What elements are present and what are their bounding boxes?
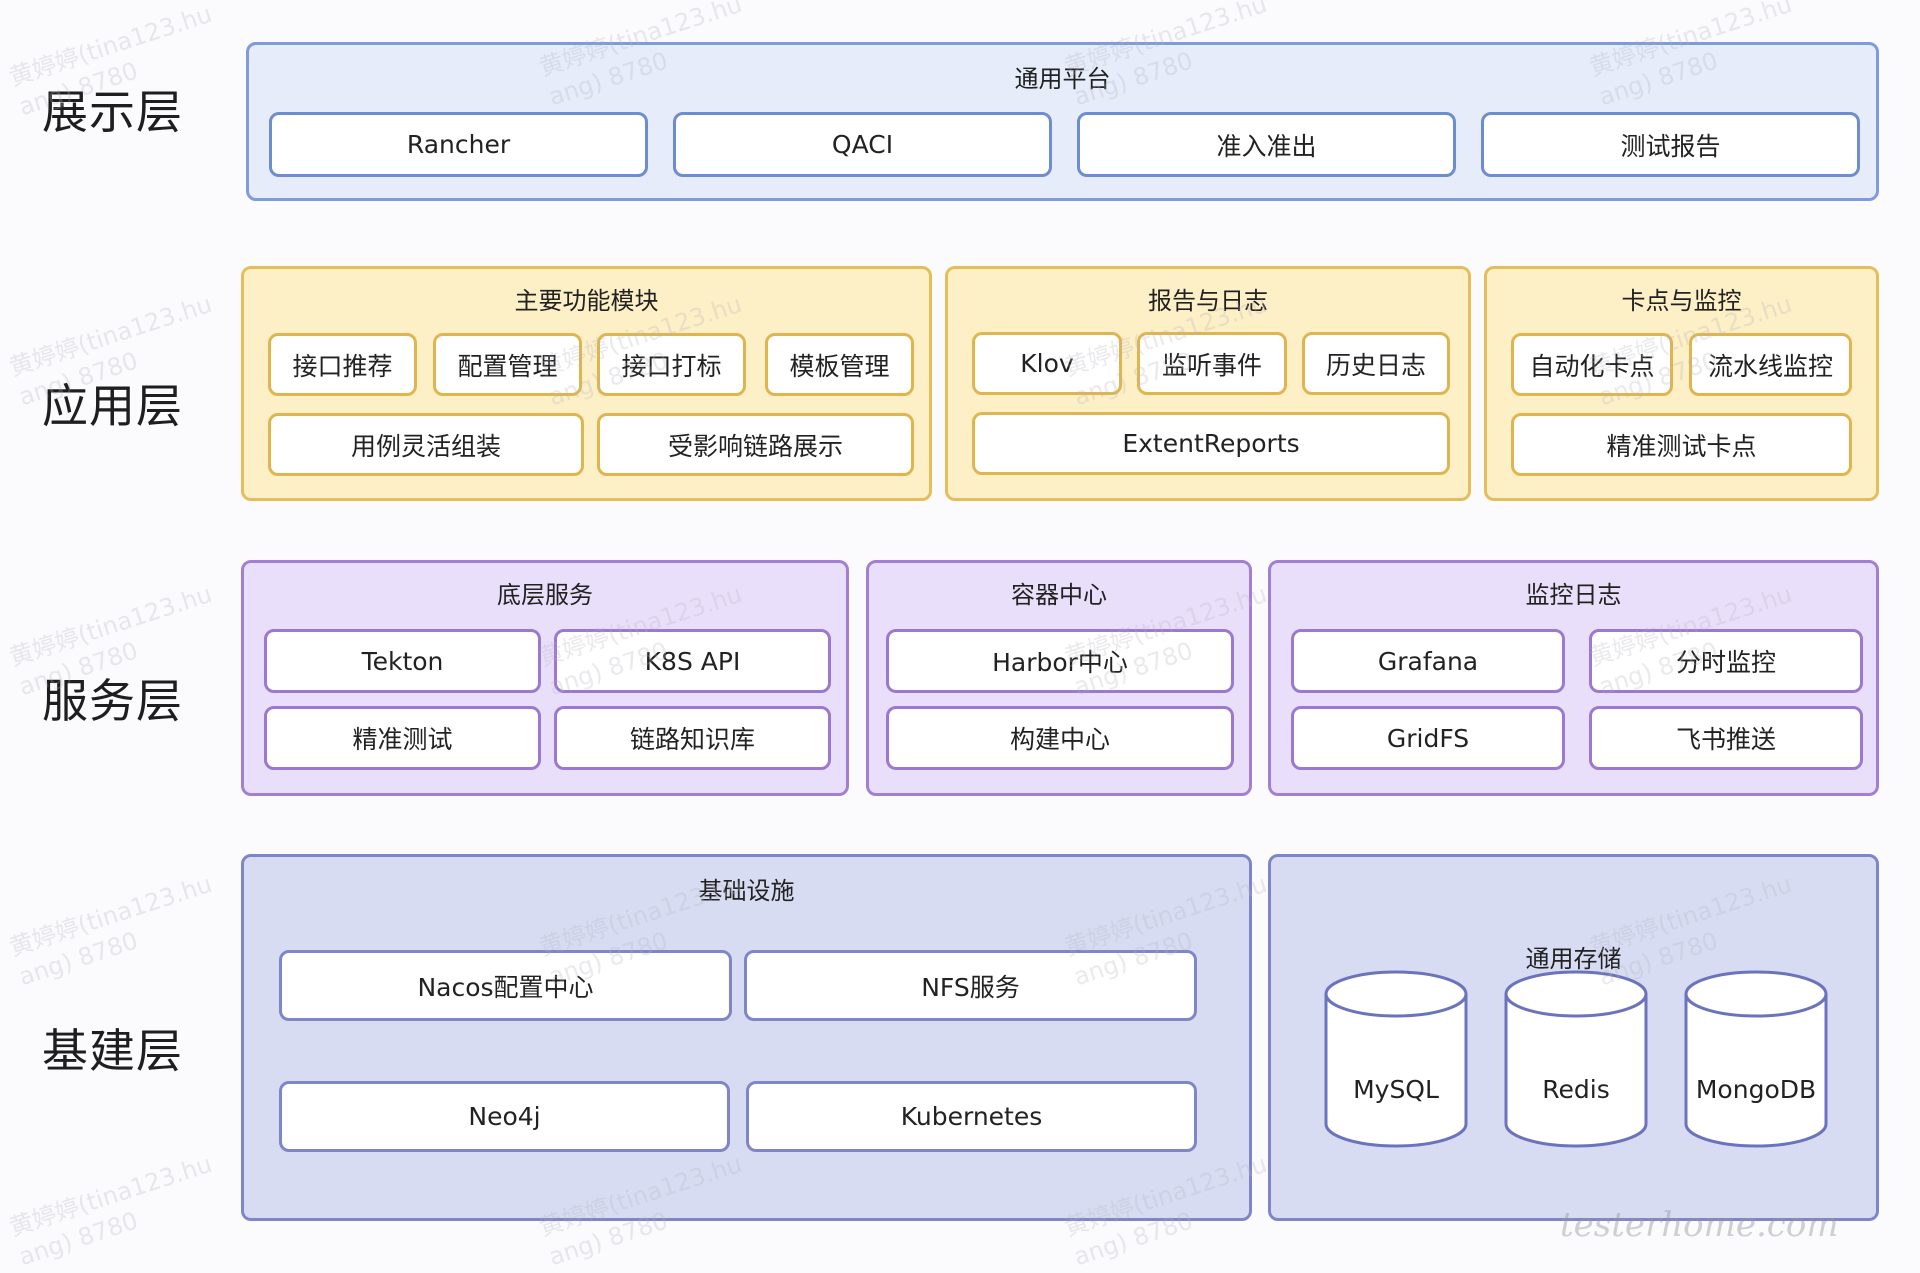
storage-cylinders: [1324, 970, 1828, 1148]
module-item-api-tagging: 接口打标: [597, 333, 746, 396]
cylinder-mysql-icon: [1324, 970, 1468, 1148]
report-item-extentreports: ExtentReports: [972, 412, 1450, 475]
service-item-build-center: 构建中心: [886, 706, 1234, 770]
presentation-title: 通用平台: [1014, 65, 1111, 93]
module-item-api-recommend: 接口推荐: [268, 333, 417, 396]
module-item-impact-chain: 受影响链路展示: [597, 413, 914, 476]
service-item-chain-knowledge: 链路知识库: [554, 706, 831, 770]
layer-label-presentation: 展示层: [42, 85, 183, 139]
layer-label-application: 应用层: [42, 379, 183, 433]
storage-item-mongodb: MongoDB: [1695, 1075, 1817, 1104]
service-item-time-monitor: 分时监控: [1589, 629, 1863, 693]
service-container-group: 容器中心 Harbor中心 构建中心: [866, 560, 1252, 796]
signature-watermark: testerhome.com: [1560, 1205, 1839, 1245]
service-monitor-title: 监控日志: [1525, 581, 1622, 609]
infra-base-group: 基础设施 Nacos配置中心 NFS服务 Neo4j Kubernetes: [241, 854, 1252, 1221]
infra-storage-group: 通用存储 MySQL Redis MongoDB: [1268, 854, 1879, 1221]
service-item-gridfs: GridFS: [1291, 706, 1565, 770]
storage-item-mysql: MySQL: [1353, 1075, 1439, 1104]
presentation-item-test-report: 测试报告: [1481, 112, 1860, 177]
gate-item-auto-gate: 自动化卡点: [1511, 333, 1673, 396]
application-gates-group: 卡点与监控 自动化卡点 流水线监控 精准测试卡点: [1484, 266, 1879, 501]
application-reports-title: 报告与日志: [1148, 287, 1268, 315]
presentation-item-rancher: Rancher: [269, 112, 648, 177]
gate-item-precision-gate: 精准测试卡点: [1511, 413, 1852, 476]
infra-item-neo4j: Neo4j: [279, 1081, 730, 1152]
service-item-tekton: Tekton: [264, 629, 541, 693]
infra-item-nfs: NFS服务: [744, 950, 1197, 1021]
application-gates-title: 卡点与监控: [1621, 287, 1742, 315]
report-item-listen-events: 监听事件: [1137, 332, 1287, 395]
infra-base-title: 基础设施: [698, 877, 795, 905]
application-modules-group: 主要功能模块 接口推荐 配置管理 接口打标 模板管理 用例灵活组装 受影响链路展…: [241, 266, 932, 501]
cylinder-redis-icon: [1504, 970, 1648, 1148]
service-item-grafana: Grafana: [1291, 629, 1565, 693]
service-base-title: 底层服务: [497, 581, 593, 609]
gate-item-pipeline-monitor: 流水线监控: [1689, 333, 1852, 396]
service-base-group: 底层服务 Tekton K8S API 精准测试 链路知识库: [241, 560, 849, 796]
module-item-config-management: 配置管理: [433, 333, 582, 396]
layer-label-infrastructure: 基建层: [42, 1024, 183, 1078]
service-item-precision-test: 精准测试: [264, 706, 541, 770]
application-reports-group: 报告与日志 Klov 监听事件 历史日志 ExtentReports: [945, 266, 1471, 501]
module-item-case-assembly: 用例灵活组装: [268, 413, 584, 476]
module-item-template-management: 模板管理: [765, 333, 914, 396]
infra-item-kubernetes: Kubernetes: [746, 1081, 1197, 1152]
application-modules-title: 主要功能模块: [514, 287, 659, 315]
presentation-item-qaci: QACI: [673, 112, 1052, 177]
infra-storage-title: 通用存储: [1525, 945, 1622, 973]
layer-label-service: 服务层: [42, 674, 183, 728]
infra-item-nacos: Nacos配置中心: [279, 950, 732, 1021]
service-monitor-group: 监控日志 Grafana 分时监控 GridFS 飞书推送: [1268, 560, 1879, 796]
service-item-harbor: Harbor中心: [886, 629, 1234, 693]
report-item-klov: Klov: [972, 332, 1122, 395]
service-container-title: 容器中心: [1011, 581, 1107, 609]
presentation-group: 通用平台 Rancher QACI 准入准出 测试报告: [246, 42, 1879, 201]
presentation-item-access: 准入准出: [1077, 112, 1456, 177]
storage-item-redis: Redis: [1542, 1075, 1610, 1104]
service-item-k8s-api: K8S API: [554, 629, 831, 693]
service-item-feishu-push: 飞书推送: [1589, 706, 1863, 770]
cylinder-mongodb-icon: [1684, 970, 1828, 1148]
report-item-history-log: 历史日志: [1302, 332, 1450, 395]
